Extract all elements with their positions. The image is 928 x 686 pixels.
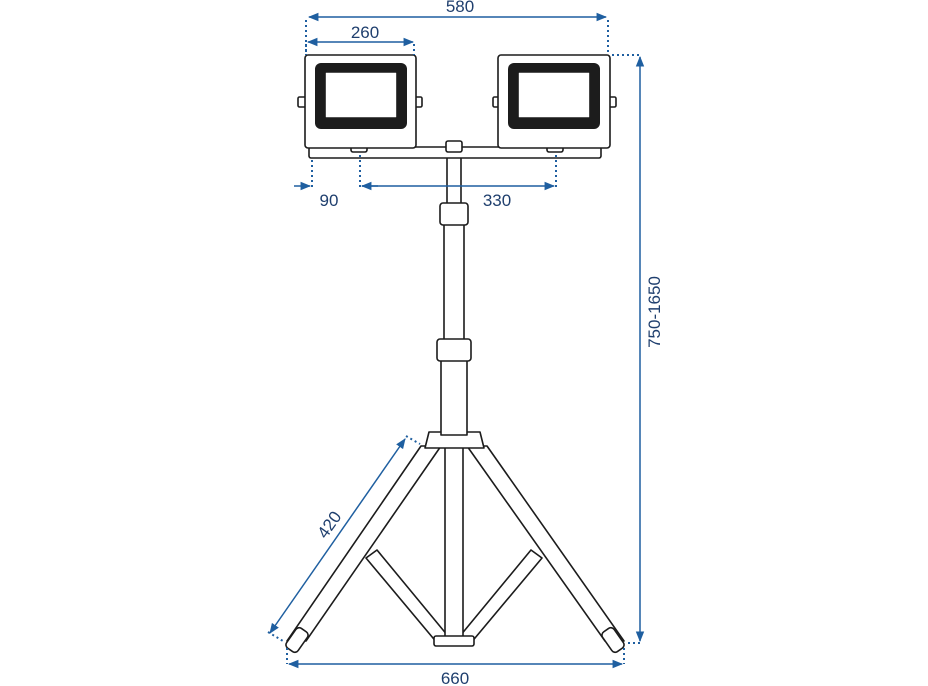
lamp-spacing-label: 330 bbox=[483, 191, 511, 210]
mast-middle-section bbox=[443, 214, 465, 351]
height-dimension: 750-1650 bbox=[612, 54, 664, 644]
tripod-legs bbox=[285, 431, 625, 654]
leg-hub bbox=[424, 431, 485, 449]
base-width-label: 660 bbox=[441, 669, 469, 686]
mast-clamp-lower bbox=[436, 338, 472, 362]
left-brace bbox=[365, 549, 449, 645]
mast-upper-section bbox=[446, 149, 462, 211]
center-foot bbox=[433, 635, 475, 647]
overall-width-label: 580 bbox=[446, 0, 474, 16]
lamp-width-label: 260 bbox=[351, 23, 379, 42]
height-label: 750-1650 bbox=[645, 276, 664, 348]
crossbar-center-knob bbox=[445, 140, 463, 153]
left-floodlight bbox=[297, 54, 423, 149]
right-floodlight-lens bbox=[517, 71, 591, 119]
overall-width-dimension: 580 bbox=[305, 0, 609, 55]
dimension-annotations: 580 260 90 330 750-1650 bbox=[267, 0, 664, 686]
left-floodlight-lens bbox=[324, 71, 398, 119]
leg-length-label: 420 bbox=[314, 508, 346, 542]
telescopic-mast bbox=[436, 149, 472, 436]
product-drawing bbox=[285, 54, 625, 654]
right-brace bbox=[459, 549, 543, 645]
lamp-width-dimension: 260 bbox=[305, 23, 415, 55]
leg-length-dimension: 420 bbox=[267, 435, 421, 642]
base-width-dimension: 660 bbox=[286, 648, 625, 686]
right-foot bbox=[601, 626, 625, 654]
right-floodlight bbox=[492, 54, 617, 149]
center-pole-lower bbox=[444, 445, 464, 641]
leg-length-line bbox=[269, 438, 406, 634]
lamp-spacing-dimension: 330 bbox=[362, 155, 557, 210]
side-offset-dimension: 90 bbox=[294, 155, 378, 210]
mast-clamp-upper bbox=[439, 202, 469, 226]
side-offset-label: 90 bbox=[320, 191, 339, 210]
